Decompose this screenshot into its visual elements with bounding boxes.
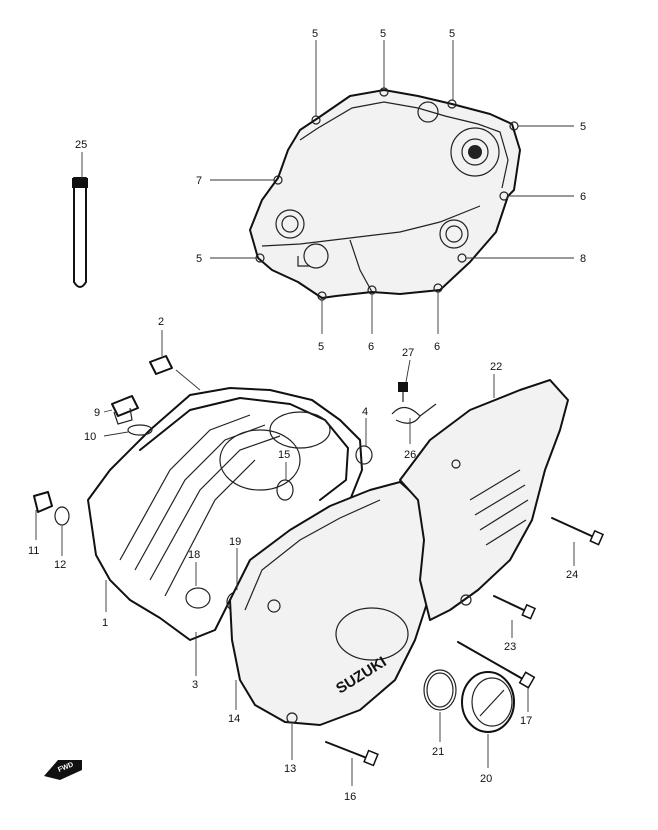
callout-2: 2 bbox=[158, 316, 164, 328]
callout-21: 21 bbox=[432, 746, 444, 758]
callout-18: 18 bbox=[188, 549, 200, 561]
oil-filler-cap bbox=[111, 395, 153, 436]
callout-17: 17 bbox=[520, 715, 532, 727]
bolt-23 bbox=[493, 595, 536, 620]
callout-1: 1 bbox=[102, 617, 108, 629]
clip-26 bbox=[391, 403, 437, 424]
callout-6-c: 6 bbox=[434, 341, 440, 353]
callout-26: 26 bbox=[404, 449, 416, 461]
callout-25: 25 bbox=[75, 139, 87, 151]
callout-5-c: 5 bbox=[449, 28, 455, 40]
generator-cover: SUZUKI bbox=[229, 481, 431, 726]
callout-27: 27 bbox=[402, 347, 414, 359]
callout-24: 24 bbox=[566, 569, 578, 581]
callout-22: 22 bbox=[490, 361, 502, 373]
callout-20: 20 bbox=[480, 773, 492, 785]
callout-16: 16 bbox=[344, 791, 356, 803]
callout-5-a: 5 bbox=[312, 28, 318, 40]
clutch-cover-inner bbox=[249, 87, 521, 301]
bolt-24 bbox=[551, 517, 604, 546]
callout-5-f: 5 bbox=[318, 341, 324, 353]
callout-labels: 25 5 5 5 5 6 7 5 8 5 6 6 2 27 22 9 10 4 … bbox=[28, 28, 586, 803]
callout-9: 9 bbox=[94, 407, 100, 419]
cap-20 bbox=[461, 671, 515, 733]
bolt-16 bbox=[325, 741, 379, 767]
callout-6-b: 6 bbox=[368, 341, 374, 353]
plug-part-2 bbox=[149, 355, 173, 375]
callout-23: 23 bbox=[504, 641, 516, 653]
sprocket-cover bbox=[399, 379, 569, 621]
callout-15: 15 bbox=[278, 449, 290, 461]
callout-7: 7 bbox=[196, 175, 202, 187]
callout-6-a: 6 bbox=[580, 191, 586, 203]
drain-bolt bbox=[33, 491, 70, 526]
callout-19: 19 bbox=[229, 536, 241, 548]
callout-8: 8 bbox=[580, 253, 586, 265]
callout-5-b: 5 bbox=[380, 28, 386, 40]
callout-11: 11 bbox=[28, 545, 39, 557]
callout-12: 12 bbox=[54, 559, 66, 571]
callout-14: 14 bbox=[228, 713, 240, 725]
callout-3: 3 bbox=[192, 679, 198, 691]
bolt-27 bbox=[398, 382, 408, 402]
oring-21 bbox=[423, 669, 457, 711]
bolt-17 bbox=[457, 641, 536, 689]
forward-arrow-icon: FWD bbox=[44, 760, 82, 780]
callout-5-d: 5 bbox=[580, 121, 586, 133]
callout-13: 13 bbox=[284, 763, 296, 775]
callout-4: 4 bbox=[362, 406, 368, 418]
leader-lines bbox=[35, 40, 575, 786]
callout-10: 10 bbox=[84, 431, 96, 443]
strap-part bbox=[72, 177, 88, 288]
callout-5-e: 5 bbox=[196, 253, 202, 265]
